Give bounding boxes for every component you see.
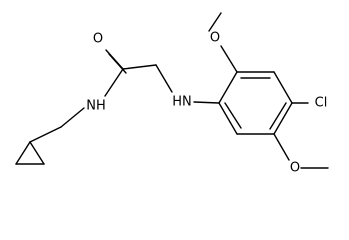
atom-label-amine-hn: HN: [172, 95, 192, 110]
atom-label-amide-nh: NH: [86, 99, 106, 114]
methylene-linker: [29, 107, 85, 143]
atom-label-chlorine: Cl: [315, 96, 328, 111]
methoxy-bottom: [273, 133, 329, 169]
amide-group: [104, 49, 157, 97]
glycine-methylene: [155, 64, 173, 93]
cyclopropyl-ring: [15, 141, 45, 165]
benzene-ring: [193, 71, 293, 135]
atom-label-methoxy-top-o: O: [210, 31, 220, 46]
atom-label-methoxy-bottom-o: O: [290, 161, 300, 176]
chemical-structure-diagram: O NH HN Cl O O: [15, 12, 329, 176]
atom-label-carbonyl-o: O: [93, 32, 103, 47]
methoxy-top: [208, 12, 238, 73]
